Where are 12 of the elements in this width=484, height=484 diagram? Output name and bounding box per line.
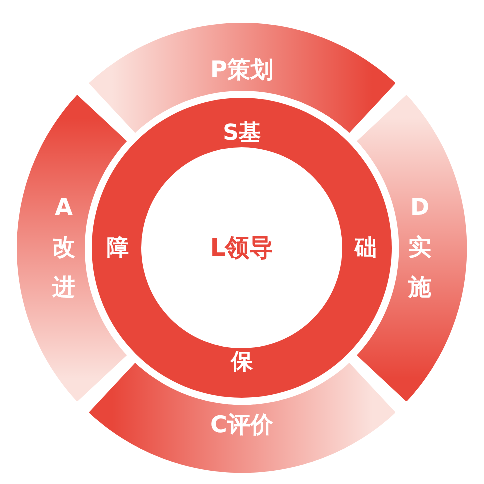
- ring-label: S基: [223, 120, 261, 148]
- cycle-segment: [17, 94, 128, 402]
- ring-label: 障: [107, 235, 129, 263]
- segment-label: P策划: [210, 56, 274, 86]
- ring-label: 础: [355, 235, 377, 263]
- segment-label: A改进: [52, 194, 76, 303]
- center-circle: [141, 147, 343, 349]
- center-label: L领导: [210, 233, 274, 264]
- ring-band: [92, 98, 392, 398]
- ring-label: 保: [231, 349, 253, 377]
- segment-label: D实施: [408, 194, 432, 303]
- segment-label: C评价: [210, 411, 274, 440]
